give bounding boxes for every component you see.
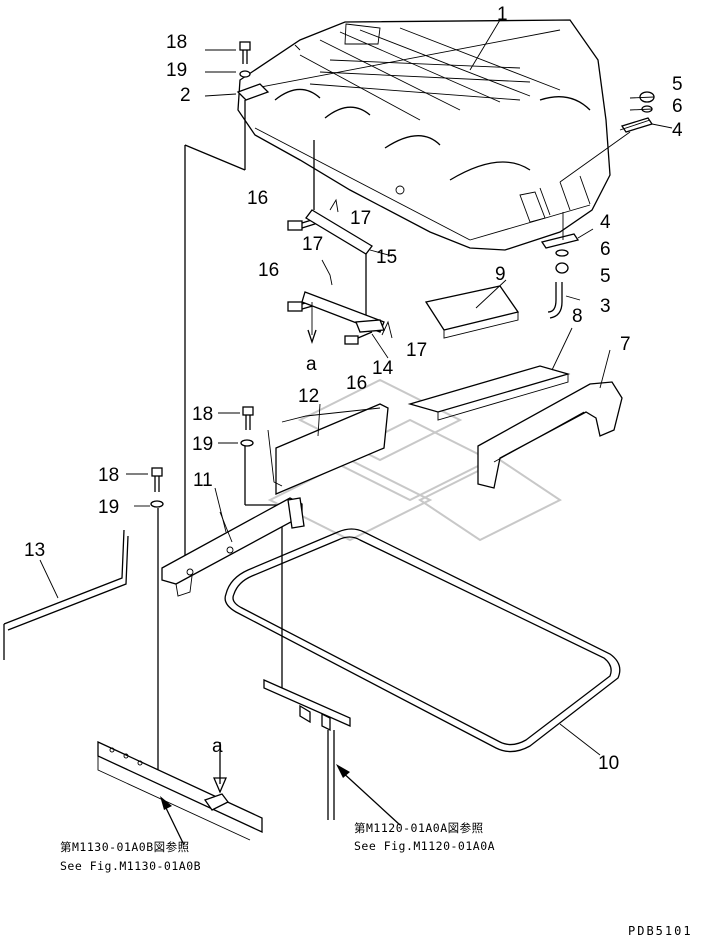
callout-12: 12 [298, 386, 319, 407]
pad-9 [424, 285, 520, 339]
bracket-4-lower [540, 212, 580, 274]
callout-16-a: 16 [247, 188, 268, 209]
seal-13 [3, 529, 129, 660]
leader-lines [214, 19, 673, 533]
callout-3: 3 [600, 296, 611, 317]
drawing-code: PDB5101 [628, 924, 693, 938]
plate-12 [267, 403, 389, 495]
callout-a-lower: a [212, 736, 223, 757]
reference-left-jp: 第M1130-01A0B図参照 [60, 840, 190, 854]
pad-8 [407, 365, 571, 421]
reference-right-jp: 第M1120-01A0A図参照 [354, 821, 484, 835]
callout-13: 13 [24, 540, 45, 561]
callout-6-lower: 6 [600, 239, 611, 260]
reference-right-en: See Fig.M1120-01A0A [354, 839, 495, 853]
callout-14: 14 [372, 358, 394, 379]
callout-16-b: 16 [258, 260, 279, 281]
callout-17-c: 17 [406, 340, 427, 361]
callout-a-upper: a [306, 354, 317, 375]
j-bolt-3 [547, 282, 563, 319]
frame-seal-10 [224, 528, 621, 756]
reference-left-en: See Fig.M1130-01A0B [60, 859, 201, 873]
callout-11: 11 [193, 470, 213, 491]
hinge-assembly [287, 198, 393, 345]
callout-labels: 1 18 19 2 5 6 4 16 17 4 17 6 15 9 5 16 3… [24, 4, 683, 774]
callout-19-middle: 19 [192, 434, 213, 455]
callout-2: 2 [180, 85, 191, 106]
callout-7: 7 [620, 334, 631, 355]
bracket-11 [161, 497, 305, 597]
callout-16-c: 16 [346, 373, 367, 394]
callout-4-upper: 4 [672, 120, 683, 141]
lower-rail-left [97, 740, 263, 841]
reference-arrows [160, 764, 401, 846]
hood-cover [237, 19, 611, 251]
callout-10: 10 [598, 753, 619, 774]
side-cover-7 [477, 381, 623, 489]
callout-6-upper: 6 [672, 96, 683, 117]
callout-4-lower: 4 [600, 212, 611, 233]
callout-19-top: 19 [166, 60, 187, 81]
callout-17-a: 17 [350, 208, 371, 229]
callout-19-lower: 19 [98, 497, 119, 518]
lower-bracket-right [263, 679, 351, 820]
bolt-18-middle [218, 406, 254, 447]
bolt-18-lower [126, 467, 164, 508]
callout-15: 15 [376, 247, 397, 268]
callout-17-b: 17 [302, 234, 323, 255]
reference-captions: 第M1130-01A0B図参照 See Fig.M1130-01A0B 第M11… [60, 821, 495, 873]
callout-18-middle: 18 [192, 404, 213, 425]
callout-5-lower: 5 [600, 266, 611, 287]
callout-8: 8 [572, 306, 583, 327]
callout-18-lower: 18 [98, 465, 119, 486]
bolt-18-top [204, 41, 270, 101]
callout-5-upper: 5 [672, 74, 683, 95]
callout-9: 9 [495, 264, 506, 285]
callout-1: 1 [497, 4, 508, 25]
callout-18-top: 18 [166, 32, 187, 53]
